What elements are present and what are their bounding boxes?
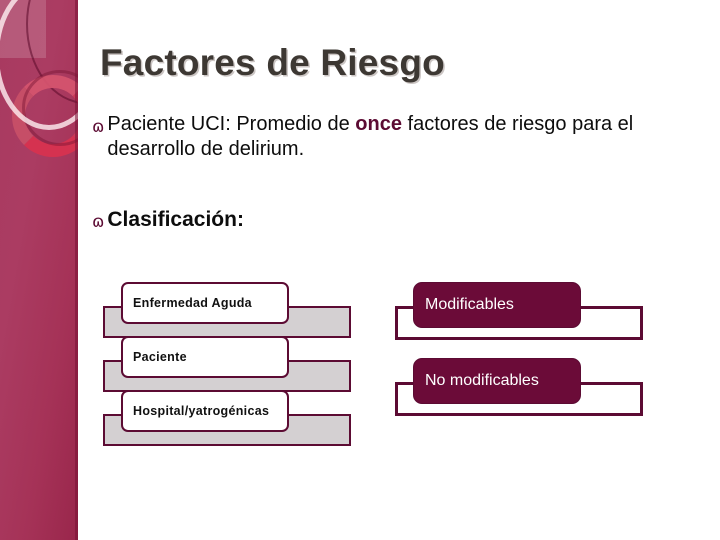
decorative-bullet-icon: ɷ — [92, 212, 105, 232]
bullet-item-2-text: Clasificación: — [107, 208, 244, 231]
slide-decorative-sidebar — [0, 0, 78, 540]
bullet-item-1: ɷ Paciente UCI: Promedio de once factore… — [92, 112, 692, 162]
diagram-right-node-1[interactable]: No modificables — [395, 358, 645, 420]
diagram-right-node-0[interactable]: Modificables — [395, 282, 645, 344]
diagram-left-node-1-card[interactable]: Paciente — [121, 336, 289, 378]
diagram-left-node-0[interactable]: Enfermedad Aguda — [103, 282, 353, 342]
diagram-left-node-1-label: Paciente — [133, 350, 187, 364]
decorative-bullet-icon: ɷ — [92, 117, 105, 137]
diagram-left-node-2[interactable]: Hospital/yatrogénicas — [103, 390, 353, 450]
diagram-left-node-2-label: Hospital/yatrogénicas — [133, 404, 270, 418]
bullet-1-text-after: factores de riesgo para el desarrollo de… — [107, 113, 634, 160]
bullet-item-1-text: Paciente UCI: Promedio de once factores … — [107, 112, 692, 162]
page-title: Factores de Riesgo — [100, 42, 445, 83]
diagram-left-node-1[interactable]: Paciente — [103, 336, 353, 396]
sidebar-ring-pale-icon — [0, 0, 78, 130]
diagram-left-node-2-card[interactable]: Hospital/yatrogénicas — [121, 390, 289, 432]
bullet-item-2: ɷ Clasificación: — [92, 207, 492, 232]
diagram-left-node-0-label: Enfermedad Aguda — [133, 296, 252, 310]
sidebar-edge-line — [75, 0, 78, 540]
diagram-left-node-0-card[interactable]: Enfermedad Aguda — [121, 282, 289, 324]
diagram-right-node-1-label: No modificables — [425, 372, 539, 389]
diagram-right-node-0-card[interactable]: Modificables — [413, 282, 581, 328]
bullet-1-emphasis: once — [355, 113, 402, 135]
diagram-right-node-0-label: Modificables — [425, 296, 514, 313]
diagram-right-node-1-card[interactable]: No modificables — [413, 358, 581, 404]
bullet-1-text-before: Paciente UCI: Promedio de — [107, 113, 356, 135]
